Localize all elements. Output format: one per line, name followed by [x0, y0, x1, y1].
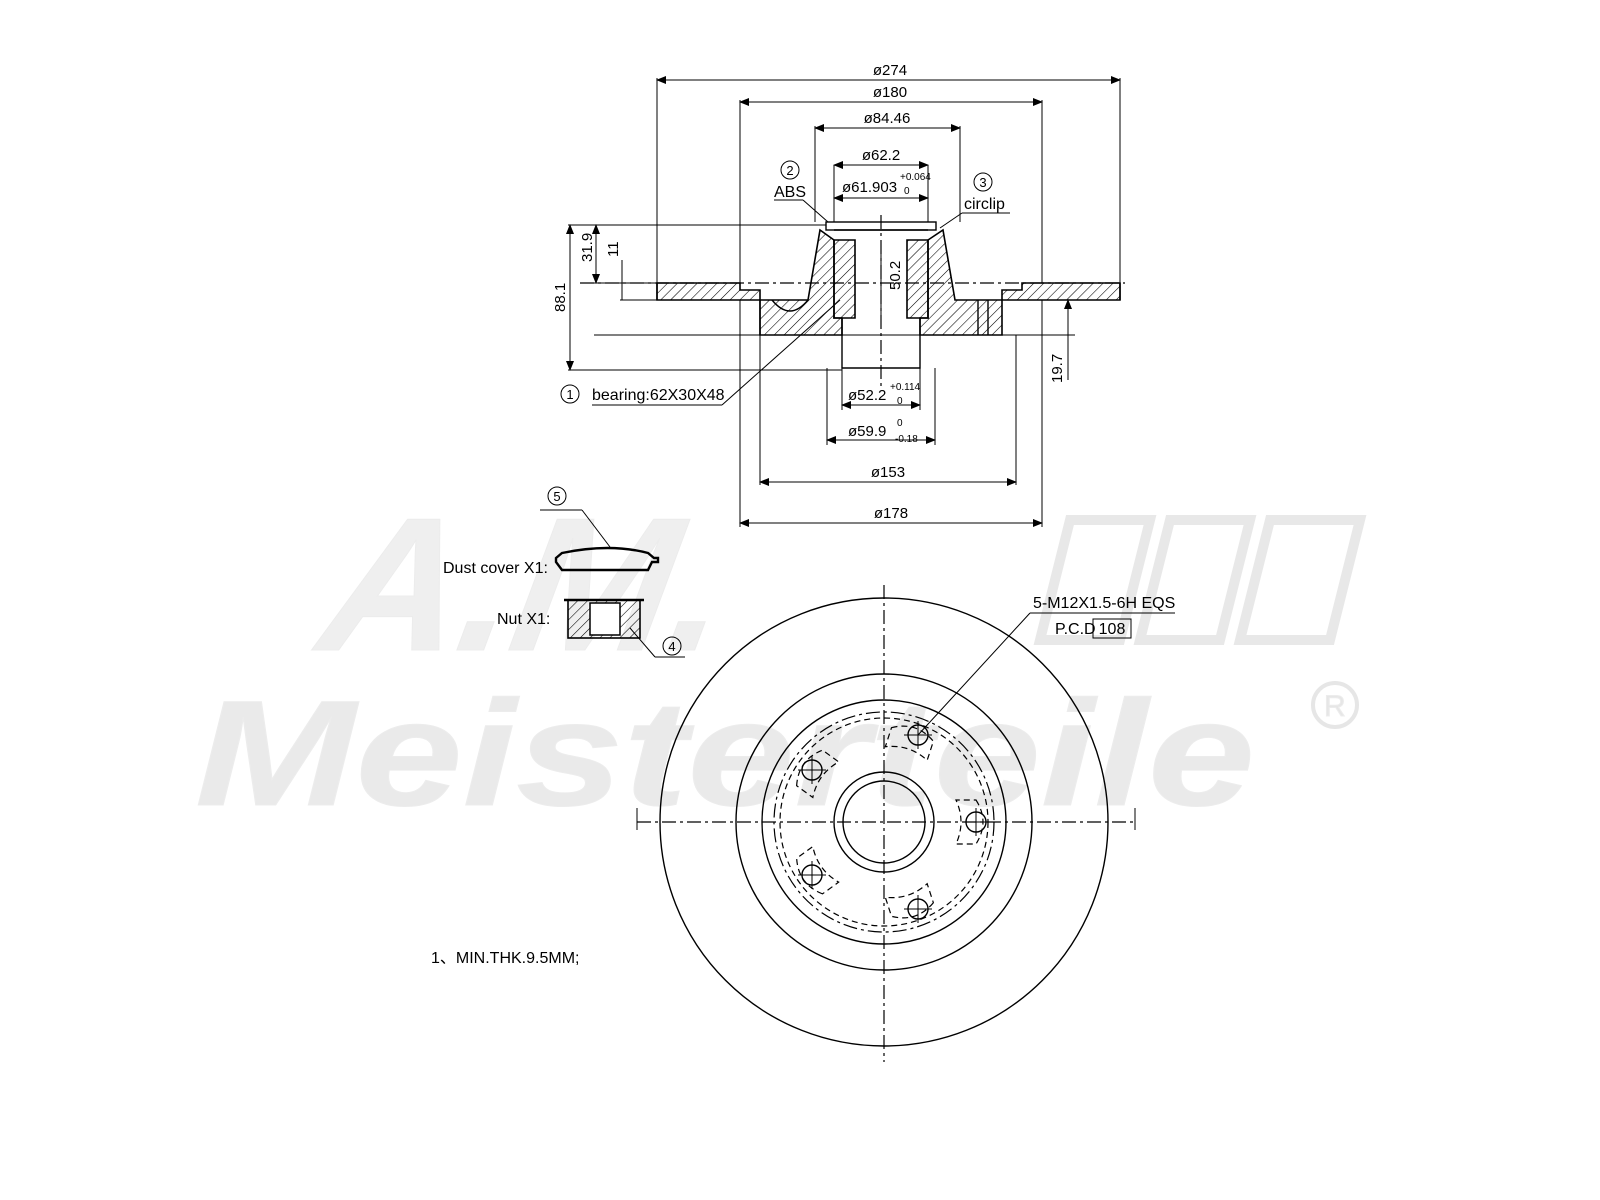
callout-nut-leader	[629, 627, 656, 658]
dim-502-label: 50.2	[887, 261, 904, 290]
disc-flange-left	[656, 282, 761, 301]
stud-hole	[977, 300, 989, 335]
dim-178-label: ø178	[874, 505, 908, 522]
registered-mark: R	[1324, 690, 1346, 723]
dim-197-label: 19.7	[1049, 354, 1066, 383]
nut-bore	[589, 602, 621, 636]
recess-curve-left	[771, 299, 809, 312]
extension-lines-top	[656, 78, 1121, 283]
disc-flange-right	[1001, 282, 1121, 301]
callout-nut-circle	[662, 636, 682, 656]
callout-circlip-number: 3	[979, 175, 986, 190]
dust-cover-shape	[554, 546, 660, 572]
watermark-brand: Meisterteile	[195, 669, 1255, 837]
callout-abs-number: 2	[786, 163, 793, 178]
watermark-stripes	[1033, 515, 1367, 645]
dust-cover-label: Dust cover X1:	[443, 560, 548, 577]
callout-circlip-text: circlip	[964, 196, 1005, 213]
bearing-race-right	[906, 239, 929, 319]
dim-522-lower: 0	[897, 396, 903, 407]
callout-nut-number: 4	[668, 639, 675, 654]
min-thickness-note: 1、MIN.THK.9.5MM;	[431, 950, 579, 967]
callout-circlip-circle	[973, 172, 993, 192]
dim-274-label: ø274	[873, 62, 907, 79]
dim-599-label: ø59.9	[848, 423, 886, 440]
bolt-spec-leader	[917, 612, 1031, 736]
accessories: 5 Dust cover X1: Nut X1: 4	[443, 486, 685, 658]
front-view: 5-M12X1.5-6H EQS P.C.D 108	[636, 585, 1175, 1062]
watermark: A.M. Meisterteile R	[195, 478, 1367, 838]
bolt-thread-spec: 5-M12X1.5-6H EQS	[1033, 595, 1175, 612]
dim-180-label: ø180	[873, 84, 907, 101]
watermark-monogram: A.M.	[304, 478, 746, 690]
extension-lines-left	[568, 224, 842, 371]
dim-61903-upper: +0.064	[900, 172, 931, 183]
bearing-race-left	[833, 239, 856, 319]
dim-599-upper: 0	[897, 418, 903, 429]
callout-bearing-leader	[721, 299, 841, 406]
dim-61903-lower: 0	[904, 186, 910, 197]
callout-abs-circle	[780, 160, 800, 180]
pcd-label: P.C.D	[1055, 621, 1096, 638]
callout-dust-leader	[581, 509, 611, 548]
callout-circlip-leader	[939, 212, 963, 229]
dim-153-label: ø153	[871, 464, 905, 481]
callout-bearing-circle	[560, 384, 580, 404]
pcd-value-box	[1092, 618, 1132, 639]
dim-61903-label: ø61.903	[842, 179, 897, 196]
callout-bearing-text: bearing:62X30X48	[592, 387, 725, 404]
dim-11-label: 11	[605, 241, 622, 257]
dim-622-label: ø62.2	[862, 147, 900, 164]
dim-319-label: 31.9	[579, 233, 596, 262]
callout-abs-text: ABS	[774, 184, 806, 201]
pcd-value: 108	[1099, 621, 1126, 638]
callout-abs-leader	[802, 199, 829, 223]
nut-label: Nut X1:	[497, 611, 550, 628]
registered-mark-circle	[1311, 681, 1359, 729]
callout-dust-circle	[547, 486, 567, 506]
callout-bearing-number: 1	[566, 387, 573, 402]
dim-599-lower: -0.18	[895, 434, 918, 445]
dim-881-label: 88.1	[552, 283, 569, 312]
section-view: ø274 ø180 ø84.46 ø62.2 ø61.903 +0.064 0 …	[552, 62, 1125, 527]
dim-522-label: ø52.2	[848, 387, 886, 404]
dim-522-upper: +0.114	[890, 382, 921, 393]
dim-8446-label: ø84.46	[864, 110, 911, 127]
callout-dust-number: 5	[553, 489, 560, 504]
